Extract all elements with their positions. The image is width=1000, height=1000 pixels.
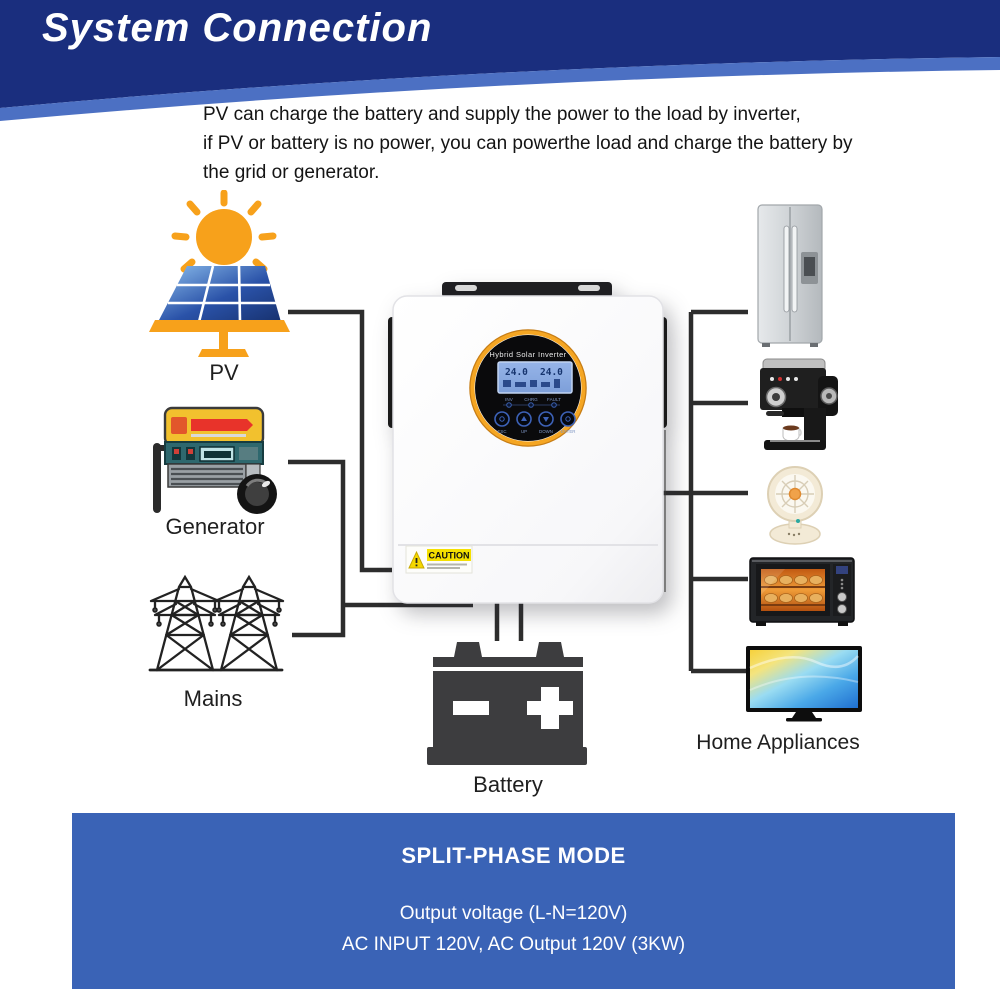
button-label: ENTER [561, 429, 576, 434]
inverter-buttons: ESC UP DOWN ENTER [494, 411, 576, 434]
caution-label: CAUTION [405, 545, 473, 574]
footer-line-1: Output voltage (L-N=120V) [399, 903, 628, 924]
plus-symbol [527, 687, 573, 729]
pv-panel-icon [149, 190, 290, 357]
button-label: UP [521, 429, 527, 434]
page-title: System Connection [42, 6, 433, 50]
oven-knob [837, 592, 847, 602]
battery-base [427, 747, 587, 765]
wire-generator-mains [288, 459, 346, 638]
header-band [0, 0, 1000, 121]
button-label: DOWN [539, 429, 553, 434]
footer-box: SPLIT-PHASE MODE Output voltage (L-N=120… [72, 813, 955, 989]
battery-ledge [433, 657, 583, 667]
oven-icon [749, 557, 855, 626]
panel-grid [168, 265, 276, 323]
panel-frame [149, 320, 290, 332]
footer-title: SPLIT-PHASE MODE [401, 843, 626, 868]
inverter-display-circle: Hybrid Solar Inverter 24.0 24.0 INV CHRG… [469, 329, 587, 447]
home-appliances-label: Home Appliances [696, 731, 860, 754]
fan-icon [767, 466, 823, 545]
battery-terminal-minus [454, 642, 482, 657]
sun-icon [171, 190, 277, 273]
inverter-device: Hybrid Solar Inverter 24.0 24.0 INV CHRG… [388, 282, 667, 604]
description-line: if PV or battery is no power, you can po… [203, 133, 853, 154]
tv-screen [750, 650, 858, 708]
svg-text:FAULT: FAULT [547, 397, 561, 402]
mounting-bracket [442, 282, 612, 298]
panel-pole [219, 332, 228, 349]
transmission-tower [213, 574, 285, 672]
oven-knob [837, 604, 847, 614]
inverter-body [392, 295, 664, 604]
coffee-machine-icon [760, 358, 838, 450]
battery-terminal-plus [536, 642, 564, 657]
description-line: the grid or generator. [203, 162, 380, 183]
fridge-handle [791, 225, 798, 313]
tv-icon [746, 646, 862, 722]
battery-icon [427, 642, 587, 765]
mains-towers-icon [148, 574, 285, 672]
description-block: PV can charge the battery and supply the… [203, 100, 853, 187]
coffee-cup [782, 425, 802, 442]
caution-text: CAUTION [429, 551, 470, 561]
fridge-handle [783, 225, 790, 313]
fan-hub [788, 487, 802, 501]
lcd-left-value: 24.0 [505, 367, 528, 378]
svg-text:INV: INV [505, 397, 514, 402]
button-label: ESC [497, 429, 506, 434]
refrigerator-icon [757, 204, 823, 347]
brand-text: Hybrid Solar Inverter [489, 350, 566, 359]
lcd-right-value: 24.0 [540, 367, 563, 378]
wire-pv-to-inverter [288, 309, 392, 573]
tv-stand [792, 712, 816, 718]
indicator-labels: INV CHRG FAULT [505, 397, 561, 402]
svg-text:CHRG: CHRG [524, 397, 538, 402]
generator-icon [153, 406, 277, 514]
transmission-tower [149, 574, 221, 672]
header-stripe-shape [0, 57, 1000, 121]
panel-face [158, 266, 281, 322]
generator-label: Generator [165, 514, 265, 539]
battery-label: Battery [473, 772, 543, 797]
control-lights [770, 377, 798, 381]
mains-label: Mains [183, 686, 243, 711]
lcd-glyphs [503, 379, 560, 388]
minus-symbol [453, 701, 489, 715]
oven-control-panel [833, 564, 851, 616]
bread-loaves [764, 575, 823, 603]
pv-label: PV [209, 360, 239, 385]
footer-line-2: AC INPUT 120V, AC Output 120V (3KW) [341, 934, 686, 955]
sun-disc [196, 209, 252, 265]
panel-base [198, 349, 249, 357]
description-line: PV can charge the battery and supply the… [203, 104, 801, 125]
header-navy-shape [0, 0, 1000, 108]
